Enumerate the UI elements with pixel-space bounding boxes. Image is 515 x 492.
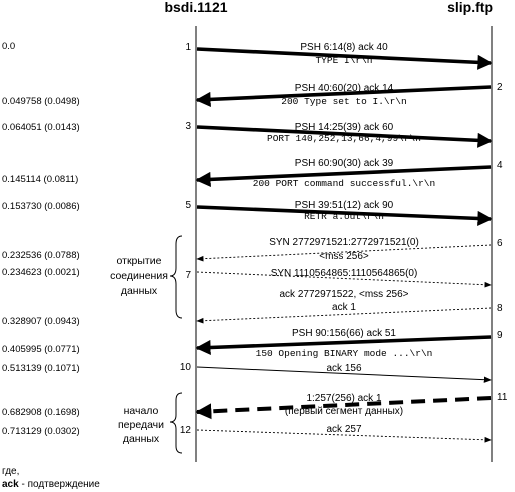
- segment-time-4: 0.145114 (0.0811): [2, 174, 78, 185]
- segment-group: 0.0 1 PSH 6:14(8) ack 40 TYPE I\r\n 0.049758…: [2, 41, 508, 443]
- segment-time-3: 0.064051 (0.0143): [2, 122, 80, 133]
- segment-number-3: 3: [185, 121, 191, 132]
- host-label-left: bsdi.1121: [164, 0, 227, 15]
- segment-detail-5: RETR a.out\r\n: [304, 211, 384, 222]
- phase-bracket-open: [169, 235, 183, 319]
- segment-arrow-6: [196, 244, 492, 262]
- phase-open-line-3: данных: [121, 285, 158, 297]
- segment-label-2: PSH 40:60(20) ack 14: [295, 83, 394, 94]
- segment-label-8: ack 1: [332, 302, 356, 313]
- segment-number-6: 6: [497, 238, 503, 249]
- segment-label-7: SYN 1110564865:1110564865(0): [271, 268, 418, 279]
- segment-time-1: 0.0: [2, 41, 15, 52]
- segment-detail-7: ack 2772971522, <mss 256>: [280, 289, 409, 300]
- segment-arrow-11: [195, 396, 492, 420]
- segment-time-11: 0.682908 (0.1698): [2, 407, 80, 418]
- segment-label-1: PSH 6:14(8) ack 40: [300, 42, 388, 53]
- phase-start-line-3: данных: [123, 433, 160, 445]
- segment-arrow-5: [196, 205, 493, 226]
- segment-time-10: 0.513139 (0.1071): [2, 363, 80, 374]
- segment-time-12: 0.713129 (0.0302): [2, 426, 80, 437]
- segment-arrow-3: [196, 125, 493, 148]
- segment-detail-6: <mss 256>: [319, 251, 369, 262]
- phase-start-line-1: начало: [124, 405, 159, 417]
- segment-number-11: 11: [497, 392, 508, 403]
- host-label-right: slip.ftp: [447, 0, 493, 15]
- segment-time-9: 0.405995 (0.0771): [2, 344, 80, 355]
- segment-arrow-9: [195, 335, 492, 356]
- segment-label-5: PSH 39:51(12) ack 90: [295, 200, 394, 211]
- segment-number-2: 2: [497, 82, 503, 93]
- segment-label-10: ack 156: [326, 363, 361, 374]
- segment-arrow-10: [196, 366, 492, 383]
- segment-arrow-8: [196, 307, 492, 324]
- segment-number-5: 5: [185, 200, 191, 211]
- segment-number-7: 7: [185, 270, 191, 281]
- segment-label-9: PSH 90:156(66) ack 51: [292, 328, 396, 339]
- segment-label-12: ack 257: [326, 424, 361, 435]
- segment-label-4: PSH 60:90(30) ack 39: [295, 158, 394, 169]
- segment-time-8: 0.328907 (0.0943): [2, 316, 80, 327]
- phase-open-line-1: открытие: [117, 255, 162, 267]
- segment-time-5: 0.153730 (0.0086): [2, 201, 80, 212]
- segment-number-10: 10: [180, 362, 192, 373]
- legend-ack-term: ack: [2, 479, 19, 490]
- segment-arrow-12: [196, 429, 492, 443]
- segment-number-1: 1: [185, 42, 191, 53]
- phase-bracket-start: [169, 392, 183, 454]
- segment-number-4: 4: [497, 160, 503, 171]
- segment-time-6: 0.232536 (0.0788): [2, 250, 80, 261]
- segment-detail-1: TYPE I\r\n: [315, 55, 372, 66]
- segment-number-8: 8: [497, 303, 503, 314]
- segment-detail-3: PORT 140,252,13,66,4,99\r\n: [267, 133, 421, 144]
- phase-start-line-2: передачи: [118, 419, 164, 431]
- segment-arrow-1: [196, 47, 493, 70]
- segment-detail-11: (первый сегмент данных): [285, 406, 403, 417]
- segment-time-7: 0.234623 (0.0021): [2, 267, 80, 278]
- segment-arrow-7: [196, 271, 492, 288]
- legend-ack: ack - подтверждение: [2, 479, 100, 491]
- segment-arrow-4: [195, 165, 492, 187]
- segment-number-12: 12: [180, 425, 192, 436]
- segment-time-2: 0.049758 (0.0498): [2, 96, 80, 107]
- legend-ack-desc: - подтверждение: [18, 479, 100, 490]
- segment-label-3: PSH 14:25(39) ack 60: [295, 122, 394, 133]
- phase-open-line-2: соединения: [110, 270, 168, 282]
- segment-label-11: 1:257(256) ack 1: [306, 393, 381, 404]
- segment-detail-4: 200 PORT command successful.\r\n: [253, 178, 435, 189]
- legend-where: где,: [2, 466, 20, 477]
- segment-label-6: SYN 2772971521:2772971521(0): [269, 237, 419, 248]
- segment-detail-9: 150 Opening BINARY mode ...\r\n: [256, 348, 433, 359]
- segment-detail-2: 200 Type set to I.\r\n: [281, 96, 406, 107]
- segment-arrow-2: [195, 85, 492, 107]
- segment-number-9: 9: [497, 330, 503, 341]
